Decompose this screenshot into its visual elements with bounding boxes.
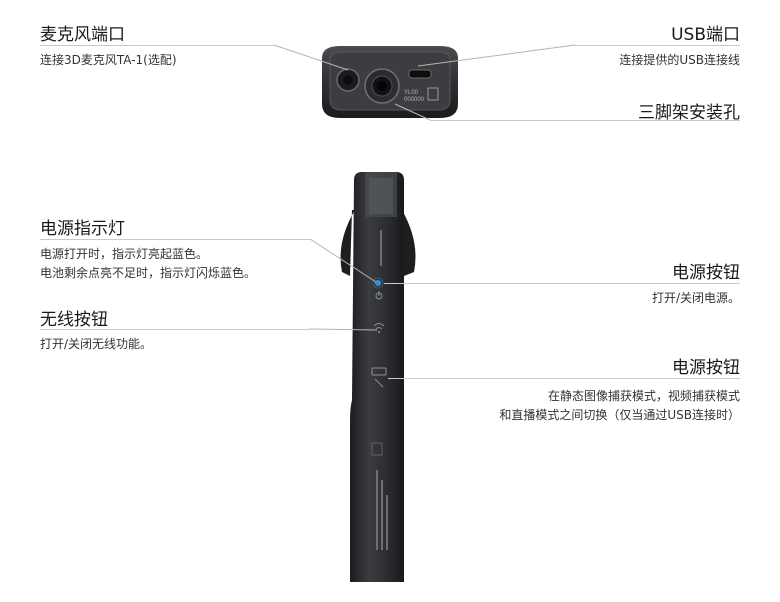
mic-port-icon bbox=[336, 68, 360, 92]
mode-button-desc-1: 在静态图像捕获模式，视频捕获模式 bbox=[547, 389, 740, 403]
wireless-rule bbox=[40, 329, 310, 330]
power-button-rule bbox=[384, 283, 740, 284]
tripod-socket-icon bbox=[364, 68, 400, 104]
camera-bottom-view: YL00 000000 bbox=[322, 46, 458, 118]
right-lens-icon bbox=[402, 210, 416, 276]
power-button-title: 电源按钮 bbox=[672, 263, 740, 283]
usb-port-title: USB端口 bbox=[671, 25, 740, 45]
mode-button-desc-2: 和直播模式之间切换（仅当通过USB连接时） bbox=[499, 408, 740, 422]
mode-rule bbox=[388, 378, 740, 379]
leader-lines bbox=[273, 44, 576, 331]
left-lens-icon bbox=[340, 210, 355, 276]
mic-port-desc: 连接3D麦克风TA-1(选配) bbox=[40, 53, 177, 67]
tripod-title: 三脚架安装孔 bbox=[638, 103, 740, 123]
wireless-title: 无线按钮 bbox=[40, 310, 108, 330]
power-led-desc-1: 电源打开时，指示灯亮起蓝色。 bbox=[40, 247, 209, 261]
wireless-button-icon[interactable] bbox=[373, 323, 385, 334]
power-led-title: 电源指示灯 bbox=[40, 219, 125, 239]
bottom-label-1: YL00 bbox=[404, 90, 419, 96]
power-button-desc: 打开/关闭电源。 bbox=[651, 291, 740, 305]
mode-button-title: 电源按钮 bbox=[672, 358, 740, 378]
power-led-icon bbox=[375, 280, 381, 286]
tripod-rule bbox=[430, 120, 740, 121]
power-led-desc-2: 电池剩余点亮不足时，指示灯闪烁蓝色。 bbox=[40, 266, 257, 280]
power-led-rule bbox=[40, 239, 310, 240]
mode-button-icon[interactable] bbox=[371, 367, 387, 388]
engraving-marks bbox=[371, 230, 388, 550]
usb-port-desc: 连接提供的USB连接线 bbox=[619, 53, 740, 67]
power-button-icon[interactable] bbox=[375, 291, 383, 300]
usb-port-rule bbox=[575, 45, 740, 46]
camera-side-view bbox=[340, 172, 416, 582]
mic-port-rule bbox=[40, 45, 274, 46]
usb-port-icon bbox=[408, 69, 432, 79]
bottom-label-2: 000000 bbox=[404, 97, 425, 103]
wireless-desc: 打开/关闭无线功能。 bbox=[40, 337, 153, 351]
certification-mark-icon bbox=[427, 87, 439, 101]
mic-port-title: 麦克风端口 bbox=[40, 25, 125, 45]
